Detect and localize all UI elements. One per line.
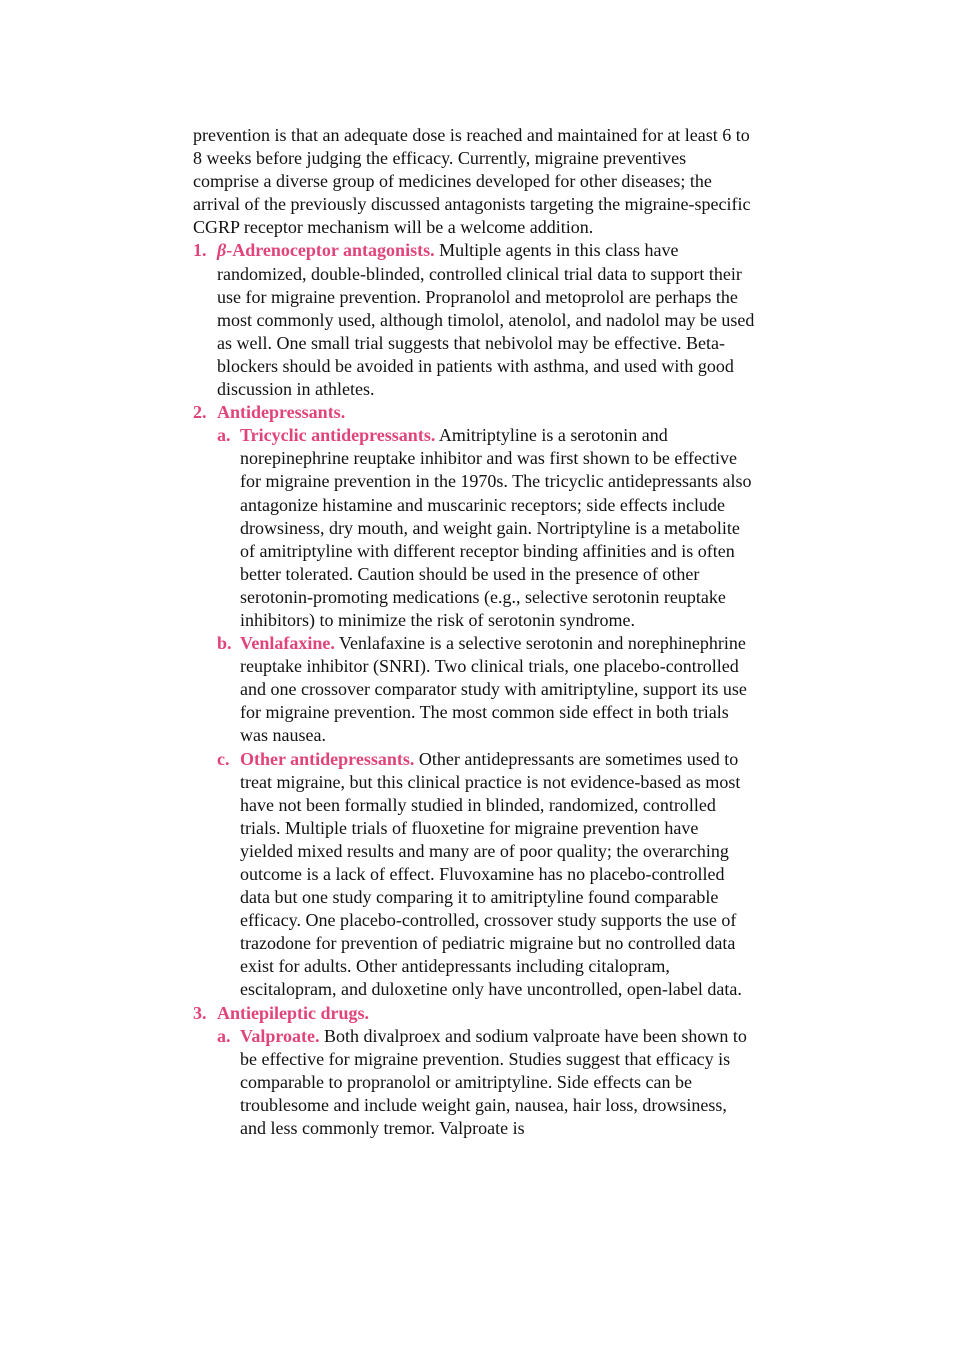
section-heading: Antidepressants. <box>217 402 346 423</box>
subsection-body: Venlafaxine is a selective serotonin and… <box>240 633 747 746</box>
sublist-marker: a. <box>217 425 231 446</box>
list-marker: 3. <box>193 1002 207 1023</box>
sublist-item-venlafaxine: b. Venlafaxine. Venlafaxine is a selecti… <box>193 632 755 747</box>
subsection-heading: Other antidepressants. <box>240 748 415 769</box>
subsection-heading: Valproate. <box>240 1025 320 1046</box>
sublist-item-other-antidepressants: c. Other antidepressants. Other antidepr… <box>193 748 755 1002</box>
heading-greek-letter: β <box>217 240 227 261</box>
sublist-marker: c. <box>217 748 230 769</box>
list-item-antiepileptic: 3. Antiepileptic drugs. <box>193 1002 755 1025</box>
subsection-body: Amitriptyline is a serotonin and norepin… <box>240 425 752 630</box>
subsection-heading: Tricyclic antidepressants. <box>240 425 436 446</box>
heading-text: -Adrenoceptor antagonists. <box>226 240 435 261</box>
list-marker: 1. <box>193 240 207 261</box>
section-heading: β-Adrenoceptor antagonists. <box>217 240 435 260</box>
list-item-beta-blockers: 1. β-Adrenoceptor antagonists. Multiple … <box>193 239 755 401</box>
section-heading: Antiepileptic drugs. <box>217 1002 370 1023</box>
sublist-marker: a. <box>217 1025 231 1046</box>
sublist-item-valproate: a. Valproate. Both divalproex and sodium… <box>193 1025 755 1140</box>
subsection-heading: Venlafaxine. <box>240 633 335 654</box>
subsection-body: Both divalproex and sodium valproate hav… <box>240 1025 747 1139</box>
list-item-antidepressants: 2. Antidepressants. <box>193 401 755 424</box>
intro-paragraph: prevention is that an adequate dose is r… <box>193 125 751 238</box>
subsection-body: Other antidepressants are sometimes used… <box>240 748 742 1000</box>
section-body: Multiple agents in this class have rando… <box>217 240 755 400</box>
sublist-item-tricyclic: a. Tricyclic antidepressants. Amitriptyl… <box>193 424 755 632</box>
document-page: prevention is that an adequate dose is r… <box>193 124 755 1140</box>
sublist-marker: b. <box>217 633 232 654</box>
list-marker: 2. <box>193 402 207 423</box>
